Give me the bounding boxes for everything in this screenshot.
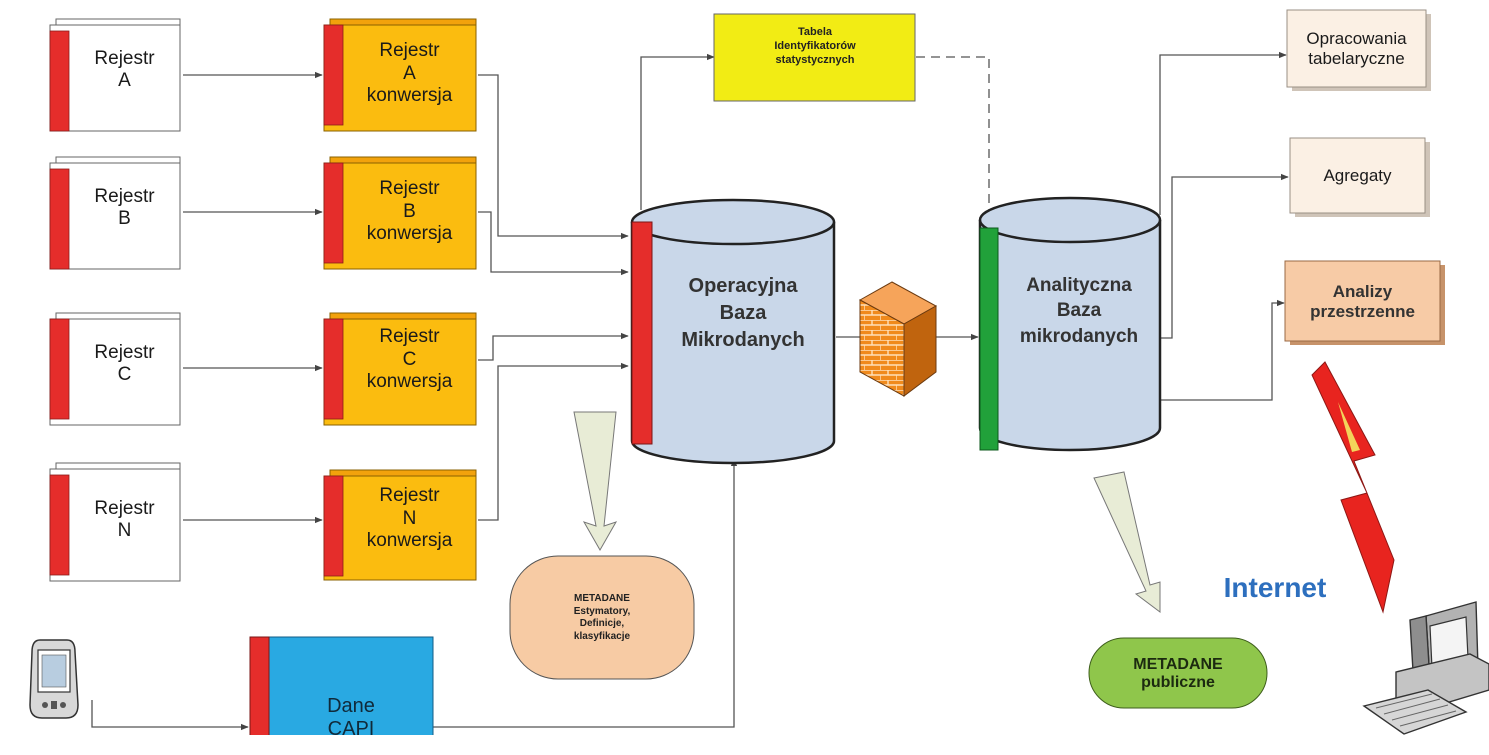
metadata-internal-label: METADANE Estymatory, Definicje, klasyfik…: [573, 593, 631, 642]
connectors: [91, 51, 1289, 731]
connector-conv-n-db: [478, 362, 629, 521]
operational-db-label: Operacyjna Baza Mikrodanych: [681, 274, 805, 351]
conversion-b-label: Rejestr B konwersja: [366, 177, 453, 245]
conversion-n: [323, 469, 477, 581]
tabular-reports-label: Opracowania tabelaryczne: [1306, 29, 1407, 68]
conversion-b: [323, 156, 477, 270]
connector-conv-a-db: [478, 74, 629, 240]
analytical-db-cylinder: [978, 196, 1162, 452]
capi-label: Dane CAPI: [327, 695, 375, 740]
spatial-analysis-box: [1284, 260, 1445, 345]
analytical-db-label: Analityczna Baza mikrodanych: [1019, 274, 1139, 347]
connector-db-idtable: [640, 53, 715, 210]
lightning-highlight: [1338, 402, 1360, 452]
register-c: [49, 312, 181, 426]
conversion-c: [323, 312, 477, 426]
handheld-device-icon: [29, 639, 79, 719]
aggregates-label: Agregaty: [1323, 165, 1392, 185]
conversion-n-label: Rejestr N konwersja: [366, 484, 453, 552]
register-bar: [49, 318, 70, 420]
metadata-public-shape: [1088, 637, 1268, 709]
firewall-icon: [858, 281, 938, 397]
metadata-arrow: [573, 411, 618, 552]
register-bar: [49, 168, 70, 270]
diagram-canvas: [29, 9, 1489, 735]
register-bar: [49, 474, 70, 576]
conversion-a-label: Rejestr A konwersja: [366, 39, 453, 107]
public-metadata-arrow: [1093, 471, 1161, 613]
id-table-label: Tabela Identyfikatorów statystycznych: [774, 26, 856, 66]
connector-device-capi: [91, 700, 249, 731]
connector-idtable-analytical: [916, 56, 990, 224]
connector-capi-db: [430, 458, 738, 728]
lightning-icon: [1311, 361, 1395, 614]
tabular-reports-box: [1286, 9, 1431, 91]
register-bar: [49, 30, 70, 132]
connector-conv-c-db: [478, 332, 629, 361]
capi-box: [249, 636, 434, 735]
connector-to-aggregates: [1160, 173, 1289, 339]
register-b: [49, 156, 181, 270]
operational-db-cylinder: [630, 198, 836, 465]
register-n: [49, 462, 181, 582]
internet-label: Internet: [1223, 571, 1327, 603]
computer-icon: [1362, 601, 1489, 735]
conversion-c-label: Rejestr C konwersja: [366, 325, 453, 393]
register-a: [49, 18, 181, 132]
connector-to-tabular: [1159, 51, 1287, 215]
conversion-a: [323, 18, 477, 132]
id-table-box: [713, 13, 916, 102]
spatial-analysis-label: Analizy przestrzenne: [1310, 282, 1415, 321]
aggregates-box: [1289, 137, 1430, 217]
metadata-public-label: METADANE publiczne: [1133, 655, 1223, 691]
connector-to-spatial: [1160, 299, 1285, 401]
metadata-internal-shape: [509, 555, 695, 680]
connector-conv-b-db: [478, 211, 629, 276]
